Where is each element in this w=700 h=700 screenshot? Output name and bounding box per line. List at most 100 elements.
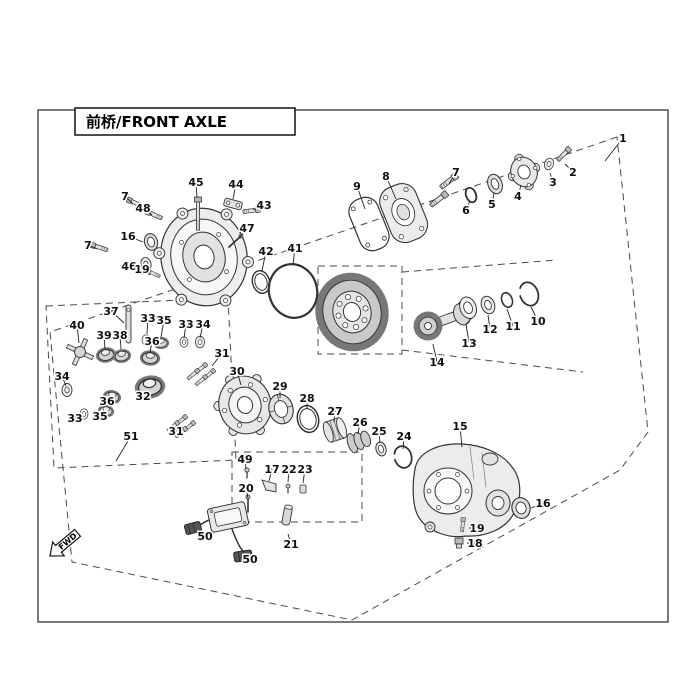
part-callout-15: 15 — [452, 420, 467, 433]
part-callout-38: 38 — [112, 329, 127, 342]
part-callout-19: 19 — [469, 522, 484, 535]
part-callout-7: 7 — [84, 239, 92, 252]
part-callout-46: 46 — [121, 260, 137, 273]
part-callout-48: 48 — [135, 202, 150, 215]
part-callout-10: 10 — [530, 315, 546, 328]
part-callout-29: 29 — [272, 380, 287, 393]
part-callout-50: 50 — [242, 553, 258, 566]
flange-bolt-icon — [555, 145, 573, 163]
part-callout-49: 49 — [237, 453, 252, 466]
part-seal-left — [143, 233, 159, 251]
parts-drawing — [61, 145, 573, 563]
part-pinion-bearing — [453, 296, 477, 326]
sensor-group-outline — [231, 451, 363, 523]
thrust-washer-icon — [61, 383, 73, 397]
part-callout-45: 45 — [188, 176, 203, 189]
part-callout-22: 22 — [281, 463, 296, 476]
part-callout-44: 44 — [228, 178, 244, 191]
part-callout-47: 47 — [239, 222, 254, 235]
part-callout-8: 8 — [382, 170, 390, 183]
part-drive-flange — [507, 153, 541, 191]
callout-leader-47 — [239, 227, 248, 238]
callout-leader-35 — [160, 319, 165, 338]
part-callout-24: 24 — [396, 430, 412, 443]
part-differential-case — [213, 374, 277, 436]
part-connector — [233, 549, 253, 563]
part-callout-36: 36 — [144, 335, 160, 348]
part-callout-33: 33 — [67, 412, 82, 425]
callout-leader-7 — [87, 244, 98, 250]
part-screw-small — [244, 467, 250, 479]
callout-leader-25 — [378, 430, 381, 444]
part-callout-4: 4 — [514, 190, 522, 203]
part-callout-11: 11 — [505, 320, 520, 333]
part-callout-30: 30 — [229, 365, 245, 378]
callout-leader-8 — [385, 175, 397, 200]
callout-leader-51 — [115, 435, 132, 462]
fan-line-top — [401, 259, 558, 273]
part-callout-34: 34 — [195, 318, 211, 331]
fwd-arrow-icon — [49, 528, 82, 557]
part-callout-1: 1 — [619, 132, 627, 145]
part-callout-33: 33 — [178, 318, 193, 331]
callout-leader-37 — [110, 310, 125, 324]
part-callout-9: 9 — [353, 180, 361, 193]
page-title: 前桥/FRONT AXLE — [86, 113, 227, 131]
cable-wire — [231, 528, 244, 552]
part-oil-seal — [487, 173, 503, 195]
callout-leader-21 — [287, 533, 292, 545]
part-callout-26: 26 — [352, 416, 368, 429]
callout-leader-14 — [432, 343, 438, 363]
part-callout-39: 39 — [96, 329, 111, 342]
part-callout-41: 41 — [287, 242, 302, 255]
callout-leader-10 — [530, 306, 539, 322]
part-shim-ring — [251, 269, 271, 295]
part-shim — [500, 291, 514, 309]
dashed-group-outlines — [45, 136, 649, 621]
callout-leader-7 — [448, 171, 457, 185]
part-callout-43: 43 — [256, 199, 271, 212]
callout-leader-27 — [333, 410, 336, 423]
part-callout-19: 19 — [134, 263, 149, 276]
part-o-ring-small — [464, 186, 478, 204]
part-circlip — [393, 445, 413, 469]
ring-gear-outline — [317, 265, 403, 355]
callout-leader-42 — [261, 250, 267, 272]
part-callout-33: 33 — [140, 312, 155, 325]
callout-leader-5 — [491, 192, 495, 205]
part-callout-25: 25 — [371, 425, 386, 438]
callout-leader-16 — [127, 235, 144, 243]
part-callout-42: 42 — [258, 245, 273, 258]
part-spacer — [480, 295, 496, 315]
callout-leader-4 — [517, 184, 522, 197]
callout-leader-50 — [245, 558, 251, 561]
part-callout-31: 31 — [168, 425, 183, 438]
callout-leader-24 — [402, 435, 405, 450]
callout-leader-33 — [74, 415, 82, 419]
callout-leader-1 — [604, 137, 624, 162]
callout-leader-38 — [119, 334, 122, 350]
callout-leader-34 — [199, 323, 204, 339]
callout-leader-44 — [232, 183, 237, 200]
page-border — [37, 109, 669, 623]
fwd-arrow: FWD — [49, 528, 82, 557]
part-callout-20: 20 — [238, 482, 254, 495]
part-callout-17: 17 — [264, 463, 279, 476]
part-ribbed-sleeve — [346, 430, 372, 454]
callout-leader-26 — [357, 421, 361, 435]
part-callout-36: 36 — [99, 395, 115, 408]
callout-leader-50 — [201, 532, 206, 537]
part-callout-3: 3 — [549, 176, 557, 189]
callout-leader-31 — [211, 352, 223, 367]
callout-leader-22 — [287, 468, 290, 483]
part-collar — [322, 417, 348, 443]
callout-leader-36 — [149, 340, 153, 354]
callout-leader-41 — [292, 247, 296, 266]
callout-leader-9 — [356, 185, 366, 210]
part-gearcase-housing — [412, 443, 521, 538]
callout-leader-2 — [564, 163, 574, 173]
callout-leader-33 — [146, 317, 149, 335]
callout-leader-15 — [459, 425, 463, 448]
part-callout-14: 14 — [429, 356, 445, 369]
